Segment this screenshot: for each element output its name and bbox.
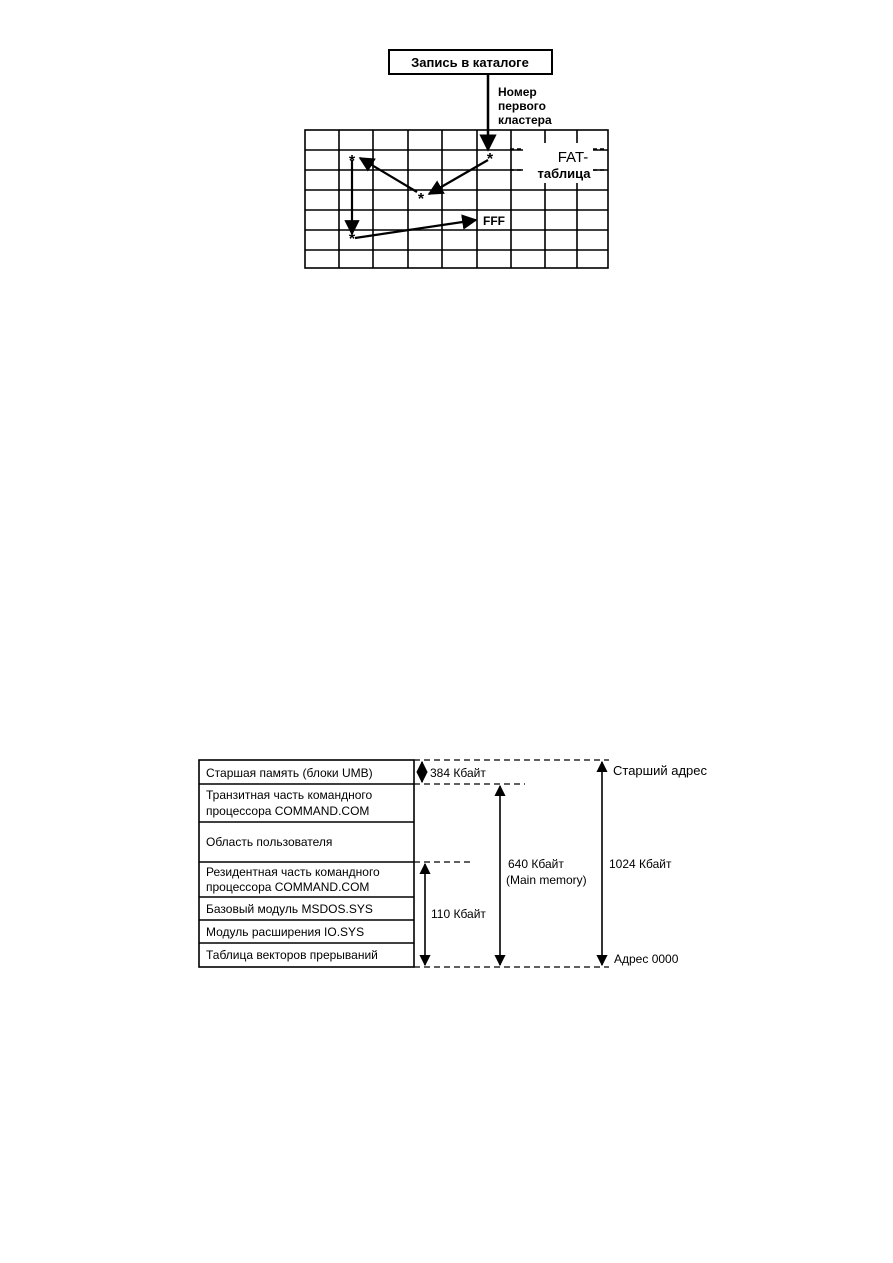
block-resident-1: Резидентная часть командного — [206, 865, 380, 879]
bottom-address-label: Адрес 0000 — [614, 952, 679, 966]
block-vectors: Таблица векторов прерываний — [206, 948, 378, 962]
size-arrows — [416, 760, 608, 967]
chain-marker-4: * — [349, 231, 356, 248]
chain-marker-3: * — [349, 153, 356, 170]
fff-label-background — [479, 211, 510, 228]
block-transient-1: Транзитная часть командного — [206, 788, 372, 802]
size-110-label: 110 Кбайт — [431, 907, 486, 921]
block-user-area: Область пользователя — [206, 835, 332, 849]
size-384-label: 384 Кбайт — [430, 766, 486, 780]
directory-entry-box — [388, 49, 553, 75]
memory-blocks — [198, 759, 415, 968]
fat-diagram: Запись в каталоге Номер первого кластера — [304, 49, 609, 269]
block-umb: Старшая память (блоки UMB) — [206, 766, 373, 780]
chain-marker-2: * — [418, 191, 425, 208]
block-resident-2: процессора COMMAND.COM — [206, 880, 369, 894]
block-io: Модуль расширения IO.SYS — [206, 925, 364, 939]
first-cluster-label-3: кластера — [498, 113, 552, 127]
block-transient-2: процессора COMMAND.COM — [206, 804, 369, 818]
top-address-label: Старший адрес — [613, 763, 707, 778]
chain-marker-1: * — [487, 151, 494, 168]
size-640-label-1: 640 Кбайт — [508, 857, 564, 871]
fat-label-background — [523, 143, 593, 183]
cluster-chain-arrows — [344, 157, 489, 240]
end-marker: FFF — [483, 214, 505, 228]
size-640-label-2: (Main memory) — [506, 873, 587, 887]
fat-label-2: таблица — [538, 166, 592, 181]
block-msdos: Базовый модуль MSDOS.SYS — [206, 902, 373, 916]
fat-label-1: FAT- — [558, 149, 589, 166]
directory-entry-label: Запись в каталоге — [411, 55, 529, 70]
first-cluster-label-1: Номер — [498, 85, 537, 99]
size-1024-label: 1024 Кбайт — [609, 857, 672, 871]
first-cluster-label-2: первого — [498, 99, 546, 113]
memory-map: Старшая память (блоки UMB) Транзитная ча… — [198, 759, 707, 968]
boundary-dashes — [414, 759, 609, 968]
